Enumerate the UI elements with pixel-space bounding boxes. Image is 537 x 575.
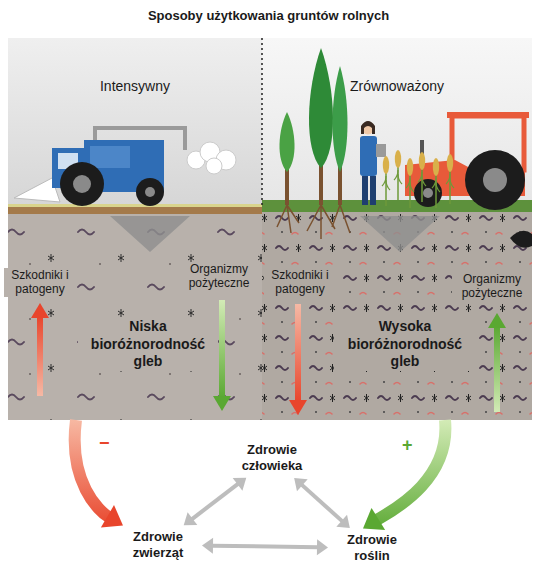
connector [294, 478, 350, 528]
edge-sign: − [99, 434, 110, 452]
organism-label: Szkodniki i patogeny [264, 268, 336, 297]
panel-heading: Intensywny [8, 78, 262, 94]
biodiversity-label: Niska bioróżnorodność gleb [78, 318, 218, 371]
effect-arrow [75, 420, 109, 517]
arrowhead [336, 515, 350, 528]
organism-label: Organizmy pożyteczne [178, 262, 260, 291]
connector [75, 420, 123, 528]
connector [184, 478, 247, 526]
organism-label: Szkodniki i patogeny [4, 268, 76, 297]
health-node: Zdrowie roślin [333, 531, 411, 564]
arrowhead [294, 478, 308, 491]
arrowhead [317, 539, 328, 555]
panel-heading: Zrównoważony [262, 78, 532, 94]
arrowhead [184, 512, 198, 525]
arrowhead [101, 505, 123, 527]
relation-arrow [212, 546, 318, 547]
arrowhead [363, 508, 385, 530]
health-node: Zdrowie zwierząt [119, 528, 197, 561]
arrowhead [233, 478, 247, 491]
biodiversity-label: Wysoka bioróżnorodność gleb [334, 318, 476, 371]
connector [363, 420, 445, 530]
relation-arrow [302, 485, 343, 522]
effect-arrow [377, 420, 446, 520]
connector [202, 538, 328, 555]
health-label: Zdrowie człowieka [233, 441, 311, 474]
relation-arrow [192, 484, 239, 520]
arrowhead [202, 538, 213, 554]
health-label: Zdrowie roślin [333, 531, 411, 564]
organism-label: Organizmy pożyteczne [452, 272, 532, 301]
health-node: Zdrowie człowieka [233, 441, 311, 474]
edge-sign: + [402, 436, 413, 454]
diagram-title: Sposoby użytkowania gruntów rolnych [0, 8, 537, 23]
health-label: Zdrowie zwierząt [119, 528, 197, 561]
